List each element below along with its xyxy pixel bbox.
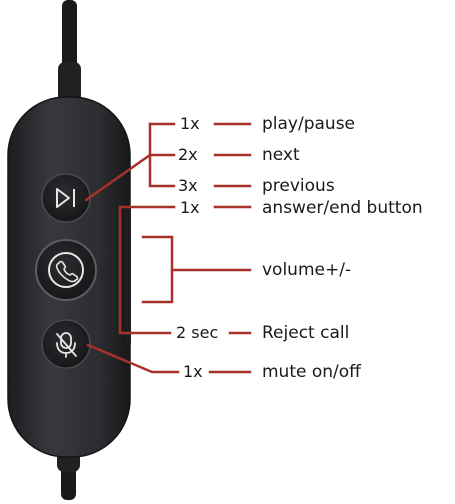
action-play-pause: play/pause (262, 114, 356, 134)
action-answer-end: answer/end button (262, 198, 423, 218)
play-pause-icon (56, 188, 75, 208)
leader-media-pointer (84, 153, 152, 202)
press-reject: 2 sec (176, 323, 219, 342)
action-previous: previous (262, 176, 335, 196)
remote-side-rail (126, 205, 131, 345)
play-pause-button[interactable] (41, 173, 91, 223)
call-button[interactable] (35, 239, 97, 301)
leader-call-bracket (118, 205, 176, 335)
press-play-pause: 1x (180, 114, 200, 133)
mute-button[interactable] (41, 319, 91, 369)
mic-mute-icon (56, 332, 77, 358)
press-mute: 1x (183, 362, 203, 381)
press-next: 2x (178, 145, 198, 164)
press-answer-end: 1x (180, 198, 200, 217)
cable-top-strain-relief (58, 62, 81, 106)
leader-lines (84, 122, 252, 374)
phone-icon (55, 260, 79, 283)
action-reject: Reject call (262, 323, 350, 343)
action-volume: volume+/- (262, 260, 352, 280)
leader-mute (86, 343, 180, 374)
action-next: next (262, 145, 300, 165)
press-previous: 3x (178, 176, 198, 195)
leader-media-bracket (148, 122, 176, 188)
action-mute: mute on/off (262, 362, 361, 382)
leader-volume-bracket (141, 235, 174, 304)
